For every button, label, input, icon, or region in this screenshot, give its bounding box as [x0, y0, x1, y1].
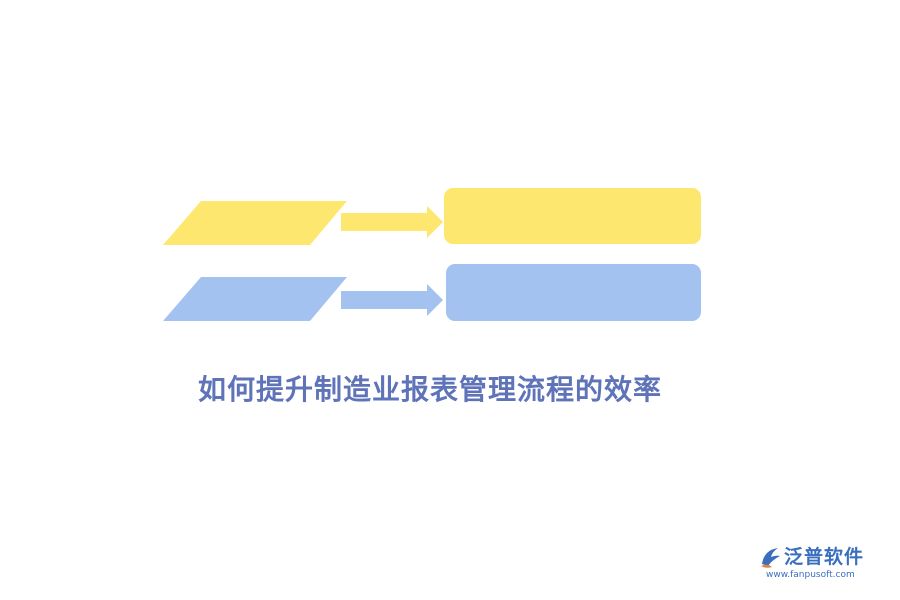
- logo-url-text: www.fanpusoft.com: [766, 570, 855, 580]
- yellow-parallelogram: [163, 201, 347, 245]
- blue-arrow: [341, 284, 443, 316]
- yellow-result-box: [444, 188, 701, 244]
- logo-brand-text: 泛普软件: [784, 546, 865, 568]
- blue-parallelogram: [163, 277, 347, 321]
- blue-result-box: [446, 264, 701, 321]
- fanpu-logo-icon: [761, 548, 780, 568]
- yellow-arrow: [341, 206, 443, 238]
- brand-logo: 泛普软件 www.fanpusoft.com: [758, 542, 888, 586]
- diagram-title: 如何提升制造业报表管理流程的效率: [197, 373, 662, 406]
